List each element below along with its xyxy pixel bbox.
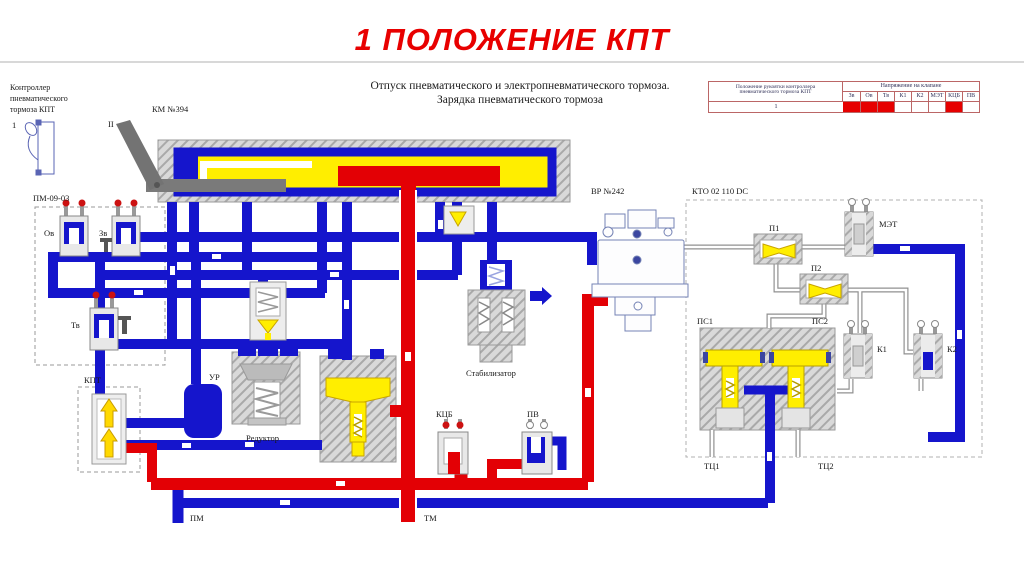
label-zv: Зв bbox=[99, 228, 107, 238]
ur-reservoir bbox=[184, 384, 222, 438]
table-cell-ПВ bbox=[962, 102, 979, 112]
table-group-header: Напряжение на клапане bbox=[843, 82, 979, 92]
label-p1: П1 bbox=[769, 223, 779, 233]
ps1-valve bbox=[703, 349, 765, 429]
label-tc1: ТЦ1 bbox=[704, 461, 720, 471]
table-cell-МЭТ bbox=[928, 102, 945, 112]
label-ur: УР bbox=[209, 372, 220, 382]
valve-tv bbox=[89, 291, 131, 351]
handle-marker-label: II bbox=[108, 119, 114, 129]
label-tm: ТМ bbox=[424, 513, 437, 523]
label-pv: ПВ bbox=[527, 409, 539, 419]
thin-pipes bbox=[682, 244, 924, 457]
km-handle bbox=[116, 120, 286, 192]
controller-label-line2: пневматического bbox=[10, 94, 68, 103]
table-valve-row bbox=[843, 101, 979, 112]
p2-valve bbox=[799, 273, 849, 305]
label-k2: К2 bbox=[947, 344, 957, 354]
label-k1: К1 bbox=[877, 344, 887, 354]
table-col-КЦБ: КЦБ bbox=[945, 92, 962, 101]
stabilizer bbox=[467, 260, 526, 363]
table-col-ПВ: ПВ bbox=[962, 92, 979, 101]
table-left-header: Положение рукоятки контроллера пневматич… bbox=[709, 82, 843, 101]
position-marker-label: 1 bbox=[12, 120, 16, 130]
label-p2: П2 bbox=[811, 263, 821, 273]
label-stabilizator: Стабилизатор bbox=[466, 368, 516, 378]
voltage-table: Положение рукоятки контроллера пневматич… bbox=[708, 81, 980, 113]
label-reduktor: Редуктор bbox=[246, 433, 279, 443]
subtitle-line2: Зарядка пневматического тормоза bbox=[437, 94, 603, 106]
k1-valve bbox=[843, 320, 873, 379]
label-ps2: ПС2 bbox=[812, 316, 828, 326]
stabilizer-vent-arrow bbox=[530, 287, 552, 305]
table-col-МЭТ: МЭТ bbox=[928, 92, 945, 101]
table-col-К2: К2 bbox=[911, 92, 928, 101]
label-ov: Ов bbox=[44, 228, 54, 238]
reducer-feed-valve bbox=[249, 281, 287, 341]
table-col-К1: К1 bbox=[894, 92, 911, 101]
table-cell-Тв bbox=[877, 102, 894, 112]
controller-handle-icon bbox=[24, 119, 55, 176]
label-ps1: ПС1 bbox=[697, 316, 713, 326]
diagram-subtitle: Отпуск пневматического и электропневмати… bbox=[330, 79, 710, 107]
table-cell-К1 bbox=[894, 102, 911, 112]
check-valve-icon bbox=[443, 205, 475, 235]
title-divider bbox=[0, 61, 1024, 63]
relay-valve bbox=[325, 349, 391, 457]
table-col-Тв: Тв bbox=[877, 92, 894, 101]
table-col-Зв: Зв bbox=[848, 93, 855, 99]
table-col-Ов: Ов bbox=[860, 92, 877, 101]
p1-valve bbox=[753, 233, 803, 265]
label-tc2: ТЦ2 bbox=[818, 461, 834, 471]
vr242-distributor bbox=[591, 209, 689, 332]
controller-label-line1: Контроллер bbox=[10, 83, 50, 92]
table-left-header-line1: Положение рукоятки контроллера bbox=[735, 84, 816, 90]
km394-brake-valve bbox=[157, 139, 571, 204]
ps2-valve bbox=[769, 349, 831, 429]
label-vr242: ВР №242 bbox=[591, 186, 624, 196]
reducer bbox=[238, 338, 298, 426]
k2-valve bbox=[913, 320, 943, 379]
label-kcb: КЦБ bbox=[436, 409, 453, 419]
table-cell-К2 bbox=[911, 102, 928, 112]
valve-ov bbox=[59, 199, 89, 257]
met-valve bbox=[844, 198, 874, 257]
table-cell-Зв bbox=[843, 102, 860, 112]
table-cell-КЦБ bbox=[945, 102, 962, 112]
labels-layer: Контроллер пневматического тормоза КПТ 1… bbox=[10, 83, 957, 523]
label-pm0903: ПМ-09-03 bbox=[33, 193, 69, 203]
label-tv: Тв bbox=[71, 320, 80, 330]
label-kpt: КПТ bbox=[84, 375, 102, 385]
kcb-valve bbox=[437, 419, 469, 475]
table-row-label: 1 bbox=[709, 101, 843, 112]
slide-title: 1 ПОЛОЖЕНИЕ КПТ bbox=[354, 22, 670, 57]
valve-zv bbox=[100, 199, 141, 257]
label-pm: ПМ bbox=[190, 513, 204, 523]
table-left-header-line2: пневматического тормоза КПТ bbox=[739, 89, 812, 95]
kpt-valve bbox=[91, 393, 127, 465]
table-cell-Ов bbox=[860, 102, 877, 112]
subtitle-line1: Отпуск пневматического и электропневмати… bbox=[370, 80, 670, 92]
label-km394: КМ №394 bbox=[152, 104, 189, 114]
label-met: МЭТ bbox=[879, 219, 898, 229]
pv-valve bbox=[521, 419, 553, 475]
label-kto: КТО 02 110 DC bbox=[692, 186, 748, 196]
controller-label-line3: тормоза КПТ bbox=[10, 105, 55, 114]
